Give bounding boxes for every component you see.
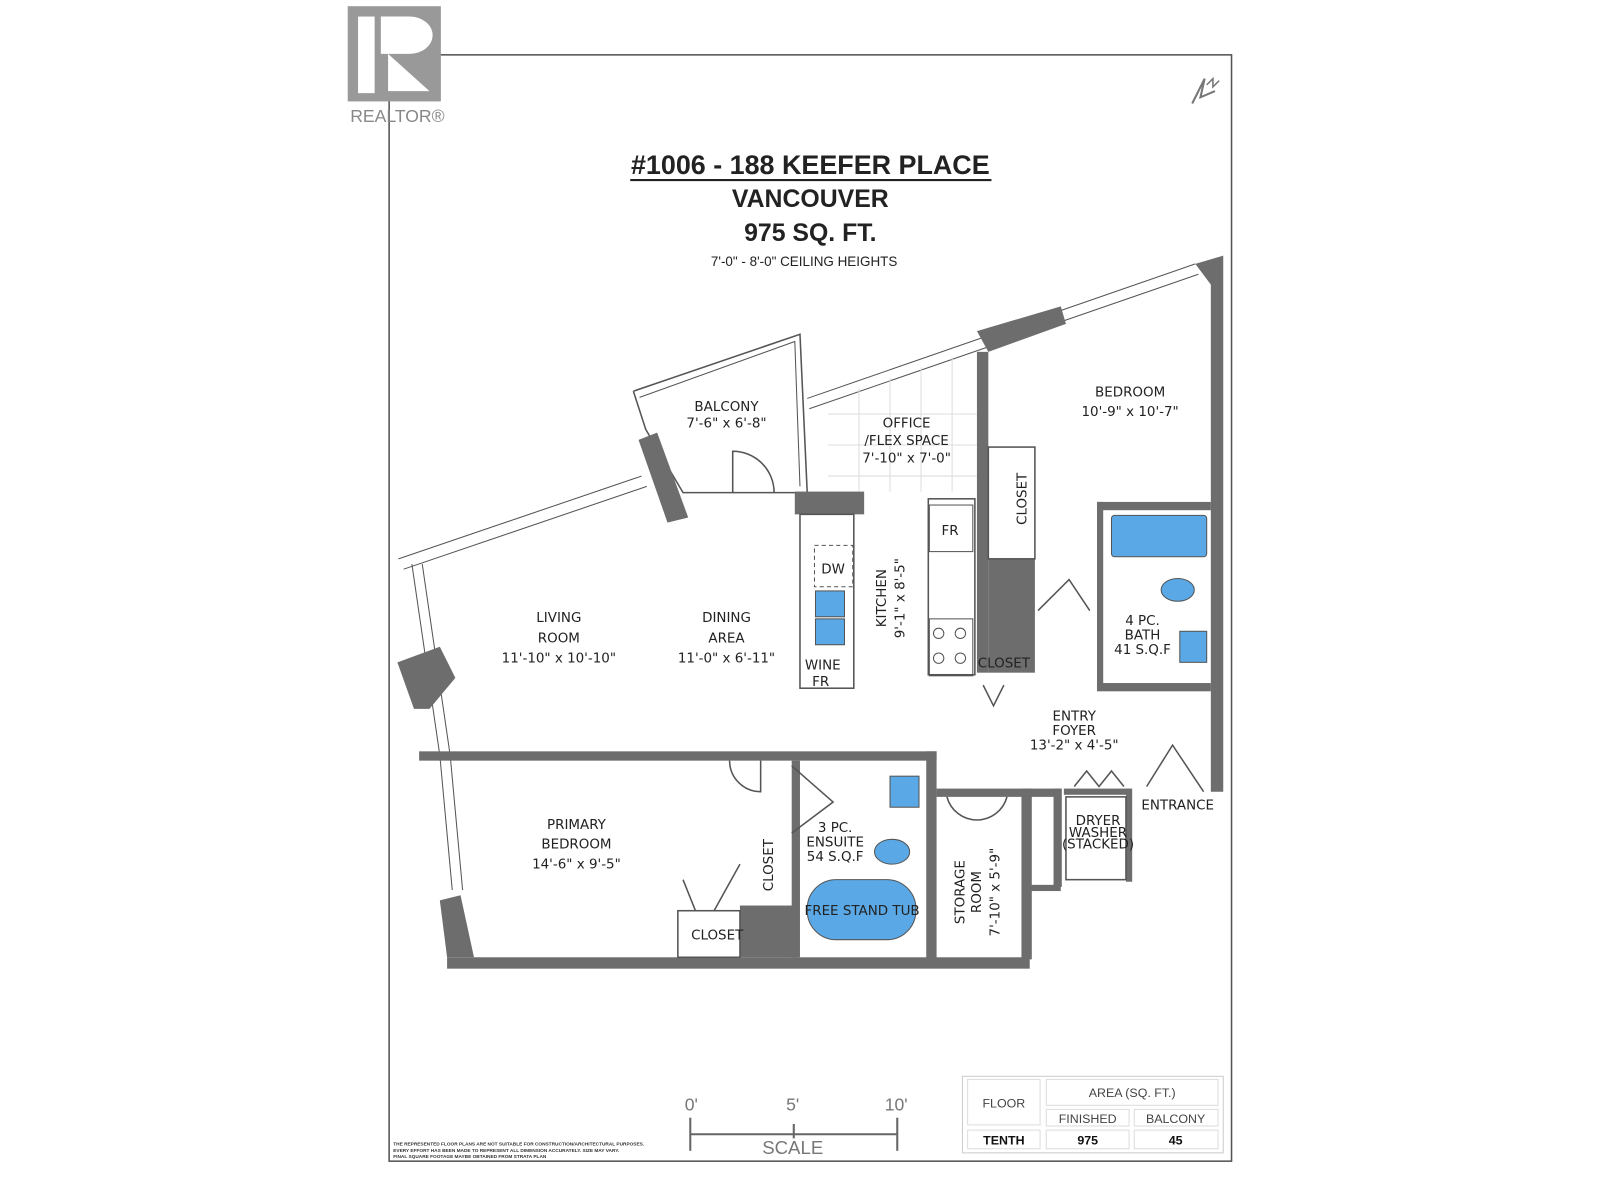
stove-icon [928, 618, 974, 677]
washer-label: WASHER [1069, 826, 1127, 841]
realtor-logo: REALTOR® [347, 6, 445, 126]
dining-dim: 11'-0" x 6'-11" [678, 651, 775, 666]
foyer-label: ENTRY [1053, 709, 1097, 724]
kitchen-label: KITCHEN [875, 569, 890, 627]
bedroom-label: BEDROOM [1095, 385, 1165, 400]
realtor-logo-text: REALTOR® [350, 106, 444, 126]
area-table: FLOOR AREA (SQ. FT.) FINISHED BALCONY TE… [961, 1075, 1224, 1154]
area-header: AREA (SQ. FT.) [1089, 1086, 1176, 1100]
bedroom-closet-label: CLOSET [1016, 472, 1031, 525]
plan-walls [397, 255, 1224, 969]
dishwasher-label: DW [821, 562, 845, 577]
ensuite-label-2: ENSUITE [806, 836, 864, 851]
north-arrow-icon [1191, 76, 1220, 104]
living-label: LIVING [536, 611, 581, 626]
sink-icon [889, 775, 920, 808]
disclaimer-line-2: EVERY EFFORT HAS BEEN MADE TO REPRESENT … [393, 1148, 619, 1154]
dining-label-2: AREA [708, 632, 745, 647]
dryer-label: DRYER [1076, 814, 1121, 829]
room-labels: BALCONY 7'-6" x 6'-8" OFFICE /FLEX SPACE… [502, 385, 1214, 943]
balcony-header: BALCONY [1146, 1112, 1205, 1126]
office-label: OFFICE [883, 416, 931, 431]
ensuite-label: 3 PC. [818, 821, 853, 836]
floor-value: TENTH [983, 1134, 1024, 1148]
page-frame [388, 54, 1233, 1162]
bedroom-dim: 10'-9" x 10'-7" [1081, 405, 1178, 420]
sink-icon [1179, 630, 1208, 663]
toilet-icon [873, 838, 911, 865]
office-dim: 7'-10" x 7'-0" [862, 452, 951, 467]
bathtub-icon [1110, 514, 1208, 558]
primary-closet-label: CLOSET [762, 838, 777, 891]
office-label-2: /FLEX SPACE [864, 434, 948, 449]
ceiling-heights: 7'-0" - 8'-0" CEILING HEIGHTS [711, 254, 897, 269]
storage-dim: 7'-10" x 5'-9" [989, 848, 1004, 937]
dining-label: DINING [702, 611, 751, 626]
floor-header: FLOOR [982, 1096, 1025, 1110]
dishwasher-icon [813, 544, 854, 588]
sink-icon [814, 590, 845, 618]
foyer-dim: 13'-2" x 4'-5" [1030, 738, 1119, 753]
scale-tick-5: 5' [786, 1094, 799, 1114]
scale-tick-10: 10' [885, 1094, 908, 1114]
primary-bedroom-label-2: BEDROOM [541, 838, 611, 853]
finished-value: 975 [1077, 1134, 1098, 1148]
entry-closet-label: CLOSET [978, 657, 1031, 672]
primary-closet-label-2: CLOSET [691, 929, 744, 944]
fridge-icon [928, 504, 974, 553]
disclaimer-line-1: THE REPRESENTED FLOOR PLANS ARE NOT SUIT… [393, 1142, 644, 1148]
entrance-label: ENTRANCE [1141, 798, 1214, 813]
free-stand-tub-icon [806, 879, 917, 941]
primary-bedroom-label: PRIMARY [547, 818, 607, 833]
toilet-icon [1160, 577, 1195, 602]
balcony-label: BALCONY [694, 400, 759, 415]
bath-area: 41 S.Q.F [1114, 643, 1171, 658]
bath-label-2: BATH [1125, 629, 1161, 644]
living-label-2: ROOM [538, 632, 580, 647]
fridge-label: FR [941, 524, 958, 539]
bath-label: 4 PC. [1125, 614, 1160, 629]
living-dim: 11'-10" x 10'-10" [502, 651, 616, 666]
stacked-label: (STACKED) [1062, 838, 1134, 853]
scale-label: SCALE [762, 1137, 823, 1158]
city-title: VANCOUVER [732, 186, 889, 213]
balcony-value: 45 [1169, 1134, 1183, 1148]
kitchen-dim: 9'-1" x 8'-5" [894, 558, 909, 638]
wine-fridge-label: WINE [805, 659, 841, 674]
disclaimer-line-3: FINAL SQUARE FOOTAGE MAYBE OBTAINED FROM… [393, 1154, 547, 1160]
finished-header: FINISHED [1059, 1112, 1117, 1126]
tub-label: FREE STAND TUB [805, 904, 920, 919]
address-title: #1006 - 188 KEEFER PLACE [631, 150, 990, 180]
storage-label: STORAGE [954, 860, 969, 924]
disclaimer: THE REPRESENTED FLOOR PLANS ARE NOT SUIT… [393, 1142, 644, 1160]
balcony-dim: 7'-6" x 6'-8" [686, 416, 766, 431]
primary-bedroom-dim: 14'-6" x 9'-5" [532, 857, 621, 872]
foyer-label-2: FOYER [1052, 724, 1096, 739]
area-title: 975 SQ. FT. [744, 220, 876, 247]
wine-fridge-label-2: FR [812, 675, 829, 690]
ensuite-area: 54 S.Q.F [807, 850, 864, 865]
scale-bar: 0' 5' 10' SCALE [685, 1094, 908, 1157]
storage-label-2: ROOM [970, 871, 985, 913]
scale-tick-0: 0' [685, 1094, 698, 1114]
fixtures [806, 504, 1208, 941]
sink-icon [814, 618, 845, 646]
